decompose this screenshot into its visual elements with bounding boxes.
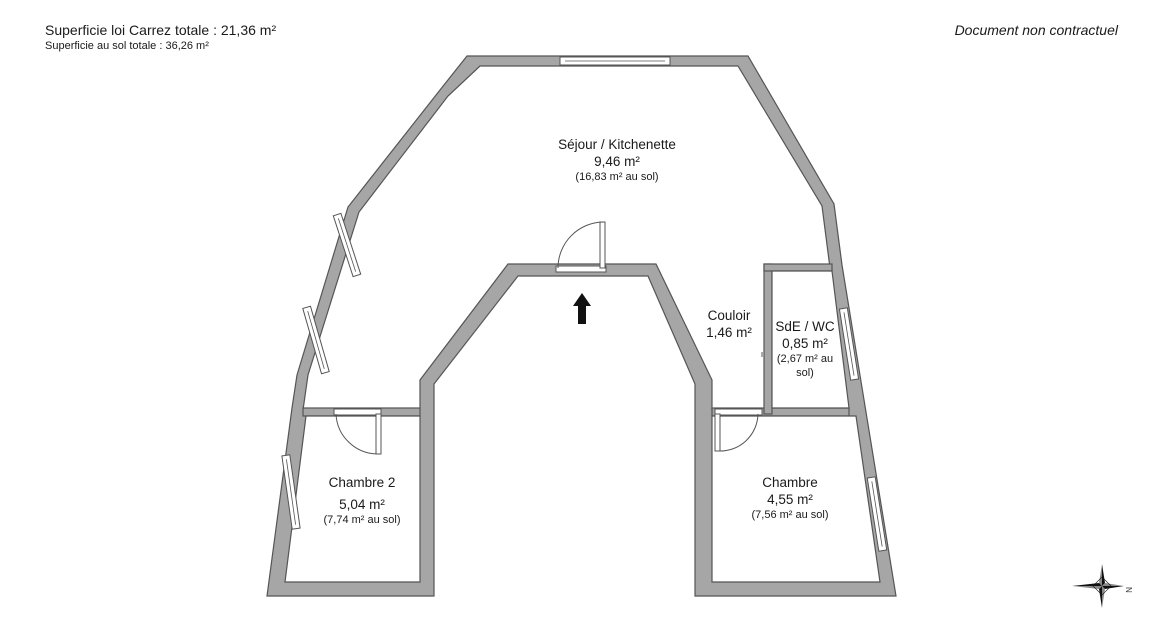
wall-sde-top	[763, 263, 833, 272]
window-top	[559, 56, 671, 66]
room-floor-area: (7,56 m² au sol)	[751, 509, 829, 521]
room-couloir: Couloir 1,46 m²	[706, 307, 752, 341]
compass-icon: N	[1072, 564, 1133, 608]
door-chambre2	[333, 408, 382, 455]
floor-area	[302, 65, 831, 411]
entrance-arrow-icon	[573, 293, 591, 324]
floor-sde	[771, 270, 850, 409]
room-floor-area: (2,67 m² au sol)	[776, 353, 834, 379]
window-sde	[838, 307, 860, 381]
room-name: Couloir	[707, 308, 751, 323]
room-floor-area: (7,74 m² au sol)	[323, 514, 401, 526]
window-left-upper	[332, 212, 362, 278]
disclaimer: Document non contractuel	[954, 22, 1118, 38]
entrance-door	[555, 221, 607, 273]
room-chambre: Chambre 4,55 m² (7,56 m² au sol)	[751, 474, 828, 522]
room-name: Chambre 2	[328, 475, 396, 490]
window-chambre	[866, 476, 888, 552]
floor-chambre	[711, 415, 881, 583]
wall-sde-left	[763, 263, 773, 415]
room-name: SdE / WC	[775, 319, 835, 334]
plan-header: Superficie loi Carrez totale : 21,36 m² …	[45, 22, 276, 53]
room-sde: SdE / WC 0,85 m² (2,67 m² au sol)	[775, 318, 835, 380]
room-area: 0,85 m²	[782, 336, 828, 351]
sol-total: Superficie au sol totale : 36,26 m²	[45, 40, 209, 52]
window-left-lower	[302, 305, 330, 375]
window-chambre2	[281, 454, 301, 530]
room-name: Chambre	[762, 475, 818, 490]
room-sejour: Séjour / Kitchenette 9,46 m² (16,83 m² a…	[558, 136, 676, 184]
room-area: 5,04 m²	[339, 497, 385, 512]
room-area: 9,46 m²	[594, 154, 640, 169]
room-floor-area: (16,83 m² au sol)	[575, 171, 659, 183]
room-chambre2: Chambre 2 5,04 m² (7,74 m² au sol)	[323, 474, 400, 527]
room-area: 1,46 m²	[706, 325, 752, 340]
carrez-total: Superficie loi Carrez totale : 21,36 m²	[45, 22, 277, 38]
room-name: Séjour / Kitchenette	[558, 137, 676, 152]
room-area: 4,55 m²	[767, 492, 813, 507]
compass-north-label: N	[1124, 587, 1133, 593]
door-chambre	[714, 408, 763, 452]
